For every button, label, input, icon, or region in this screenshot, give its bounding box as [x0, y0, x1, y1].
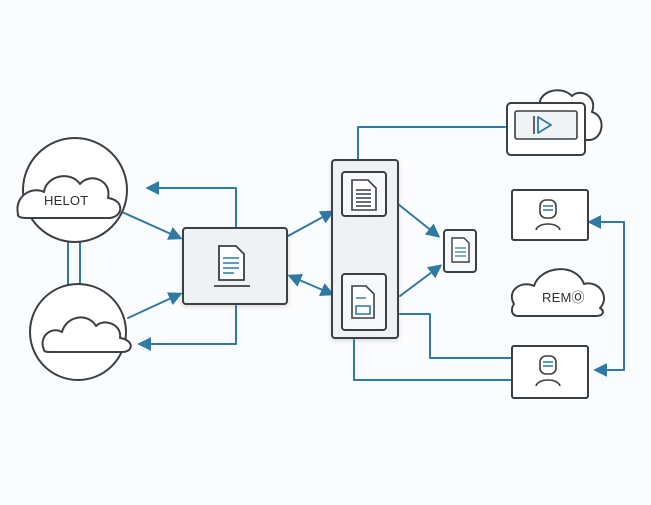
cloud-icon	[510, 268, 605, 317]
play-monitor-node[interactable]	[506, 89, 603, 156]
edge-column-doc-to-small-doc	[397, 203, 441, 238]
edge-column-to-bottom-monitor-a	[399, 313, 513, 359]
edge-bottom-monitor-to-right-monitor	[587, 215, 625, 377]
bottom-cloud-node[interactable]	[29, 283, 132, 381]
edge-column-to-play-monitor	[357, 126, 506, 161]
person-icon	[535, 199, 561, 231]
edge-center-to-helot-cloud	[145, 181, 237, 233]
small-document-node[interactable]	[443, 229, 477, 273]
rem-label: REMⓄ	[542, 290, 585, 305]
play-icon	[533, 116, 552, 134]
rem-cloud-node[interactable]: REMⓄ	[510, 268, 605, 317]
document-icon	[214, 245, 250, 287]
edge-bottom-cloud-to-center	[127, 292, 183, 319]
document-icon	[451, 237, 470, 263]
edge-center-to-bottom-cloud	[137, 305, 237, 351]
helot-cloud-node[interactable]: HELOT	[16, 137, 128, 243]
document-icon	[351, 179, 377, 211]
play-monitor-screen	[514, 110, 578, 140]
edge-center-to-column-top	[287, 210, 335, 237]
person-icon	[535, 355, 561, 387]
edge-column-to-center	[287, 273, 335, 297]
edges	[67, 126, 625, 381]
edge-small-doc-to-column-doc	[399, 264, 443, 297]
cloud-icon	[16, 175, 122, 219]
helot-label: HELOT	[44, 193, 88, 208]
document-icon	[351, 285, 375, 319]
column-top-doc-node[interactable]	[341, 171, 387, 217]
edge-helot-cloud-to-center	[121, 211, 183, 240]
column-bottom-doc-node[interactable]	[341, 273, 387, 331]
person-monitor-node[interactable]	[511, 189, 589, 241]
bottom-monitor-node[interactable]	[511, 345, 589, 399]
cloud-icon	[41, 316, 132, 353]
edge-column-to-bottom-monitor-b	[353, 339, 513, 381]
